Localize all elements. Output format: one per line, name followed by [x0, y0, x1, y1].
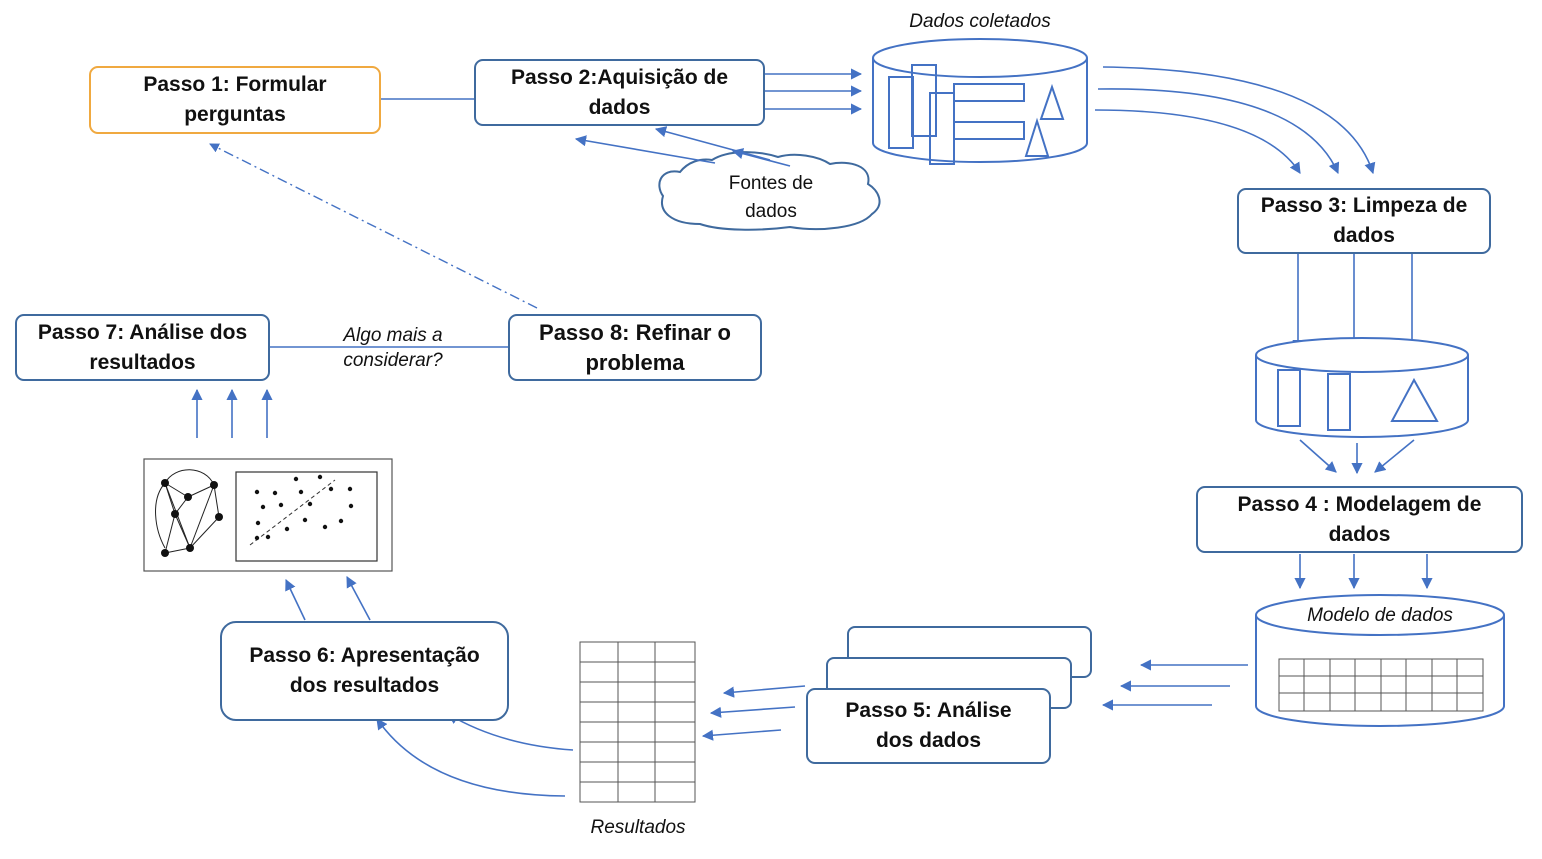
arrows-step5-results — [701, 685, 806, 741]
results-table — [579, 641, 696, 803]
arrow-step8-step1 — [209, 143, 538, 309]
model-grid — [1278, 658, 1484, 712]
step1-box: Passo 1: Formular perguntas — [89, 66, 381, 134]
step5-box: Passo 5: Análise dos dados — [806, 688, 1051, 764]
step2-box: Passo 2:Aquisição de dados — [474, 59, 765, 126]
step6-box: Passo 6: Apresentação dos resultados — [220, 621, 509, 721]
step2-label: Passo 2:Aquisição de dados — [510, 65, 729, 119]
model-label: Modelo de dados — [1307, 605, 1453, 626]
arrows-results-step6 — [376, 713, 574, 797]
step4-label: Passo 4 : Modelagem de dados — [1237, 492, 1482, 546]
model-cylinder — [1255, 594, 1505, 727]
step4-box: Passo 4 : Modelagem de dados — [1196, 486, 1523, 553]
step3-box: Passo 3: Limpeza de dados — [1237, 188, 1491, 254]
collected-data-cylinder — [872, 38, 1088, 165]
results-label: Resultados — [590, 817, 686, 838]
scatter-points — [254, 474, 354, 541]
step3-label: Passo 3: Limpeza de dados — [1260, 194, 1468, 247]
arrows-viz-step7 — [191, 388, 273, 438]
arrows-step4-model — [1294, 554, 1433, 590]
data-sources-label: Fontes de dados — [728, 173, 814, 222]
arrows-step3-clean — [1292, 254, 1418, 352]
step1-label: Passo 1: Formular perguntas — [143, 73, 327, 126]
step6-label: Passo 6: Apresentação dos resultados — [249, 644, 480, 697]
step5-label: Passo 5: Análise dos dados — [845, 699, 1012, 752]
arrows-clean-step4 — [1299, 439, 1415, 475]
clean-data-cylinder — [1255, 337, 1469, 438]
network-nodes — [161, 479, 223, 557]
data-sources-cloud — [658, 151, 881, 231]
scatter-trend — [249, 479, 336, 546]
arrows-model-step5 — [1101, 659, 1248, 711]
arrows-step2-collected — [765, 68, 863, 115]
step7-label: Passo 7: Análise dos resultados — [37, 320, 248, 374]
step8-box: Passo 8: Refinar o problema — [508, 314, 762, 381]
step7-box: Passo 7: Análise dos resultados — [15, 314, 270, 381]
arrows-collected-step3 — [1094, 66, 1376, 175]
arrows-sources-step2 — [574, 126, 791, 167]
arrows-step6-viz — [285, 576, 371, 621]
step8-label: Passo 8: Refinar o problema — [539, 319, 731, 375]
collected-data-label: Dados coletados — [909, 11, 1051, 32]
visualization-panel — [143, 458, 393, 572]
question-label: Algo mais a considerar? — [343, 325, 443, 371]
